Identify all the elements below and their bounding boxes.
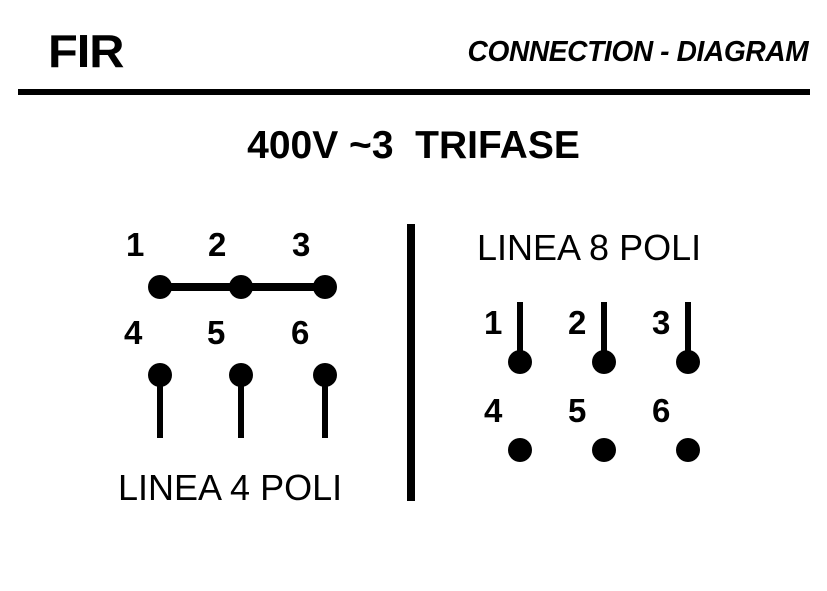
left-terminal-dot-1[interactable] <box>148 275 172 299</box>
right-terminal-label-1: 1 <box>484 304 502 341</box>
page-title: 400V ~3 TRIFASE <box>247 124 580 167</box>
right-terminal-label-6: 6 <box>652 392 670 429</box>
left-terminal-label-2: 2 <box>208 226 226 263</box>
right-terminal-label-5: 5 <box>568 392 586 429</box>
right-group-caption: LINEA 8 POLI <box>477 227 701 268</box>
left-lead-6 <box>322 375 328 438</box>
left-terminal-dot-2[interactable] <box>229 275 253 299</box>
left-terminal-dot-4[interactable] <box>148 363 172 387</box>
right-terminal-label-2: 2 <box>568 304 586 341</box>
left-lead-5 <box>238 375 244 438</box>
left-terminal-dot-6[interactable] <box>313 363 337 387</box>
diagram-canvas: 1 2 3 4 5 6 <box>118 224 701 508</box>
right-group: LINEA 8 POLI 1 2 3 4 5 6 <box>477 227 701 462</box>
header-divider-rule <box>18 89 810 95</box>
right-terminal-dot-4[interactable] <box>508 438 532 462</box>
vertical-divider <box>407 224 415 501</box>
document-title: CONNECTION - DIAGRAM <box>467 36 808 68</box>
right-terminal-label-4: 4 <box>484 392 503 429</box>
left-group-caption: LINEA 4 POLI <box>118 467 342 508</box>
left-terminal-label-6: 6 <box>291 314 309 351</box>
right-terminal-dot-6[interactable] <box>676 438 700 462</box>
brand-logo: FIR <box>48 25 124 77</box>
right-terminal-dot-3[interactable] <box>676 350 700 374</box>
right-terminal-dot-5[interactable] <box>592 438 616 462</box>
left-terminal-label-3: 3 <box>292 226 310 263</box>
right-terminal-label-3: 3 <box>652 304 670 341</box>
left-group: 1 2 3 4 5 6 <box>118 226 342 508</box>
left-terminal-dot-5[interactable] <box>229 363 253 387</box>
left-terminal-label-1: 1 <box>126 226 144 263</box>
left-terminal-dot-3[interactable] <box>313 275 337 299</box>
right-terminal-dot-2[interactable] <box>592 350 616 374</box>
right-lead-1 <box>517 302 523 362</box>
left-terminal-label-5: 5 <box>207 314 225 351</box>
right-terminal-dot-1[interactable] <box>508 350 532 374</box>
right-lead-2 <box>601 302 607 362</box>
diagram-area: 1 2 3 4 5 6 <box>0 200 827 530</box>
right-lead-3 <box>685 302 691 362</box>
left-terminal-label-4: 4 <box>124 314 143 351</box>
left-lead-4 <box>157 375 163 438</box>
